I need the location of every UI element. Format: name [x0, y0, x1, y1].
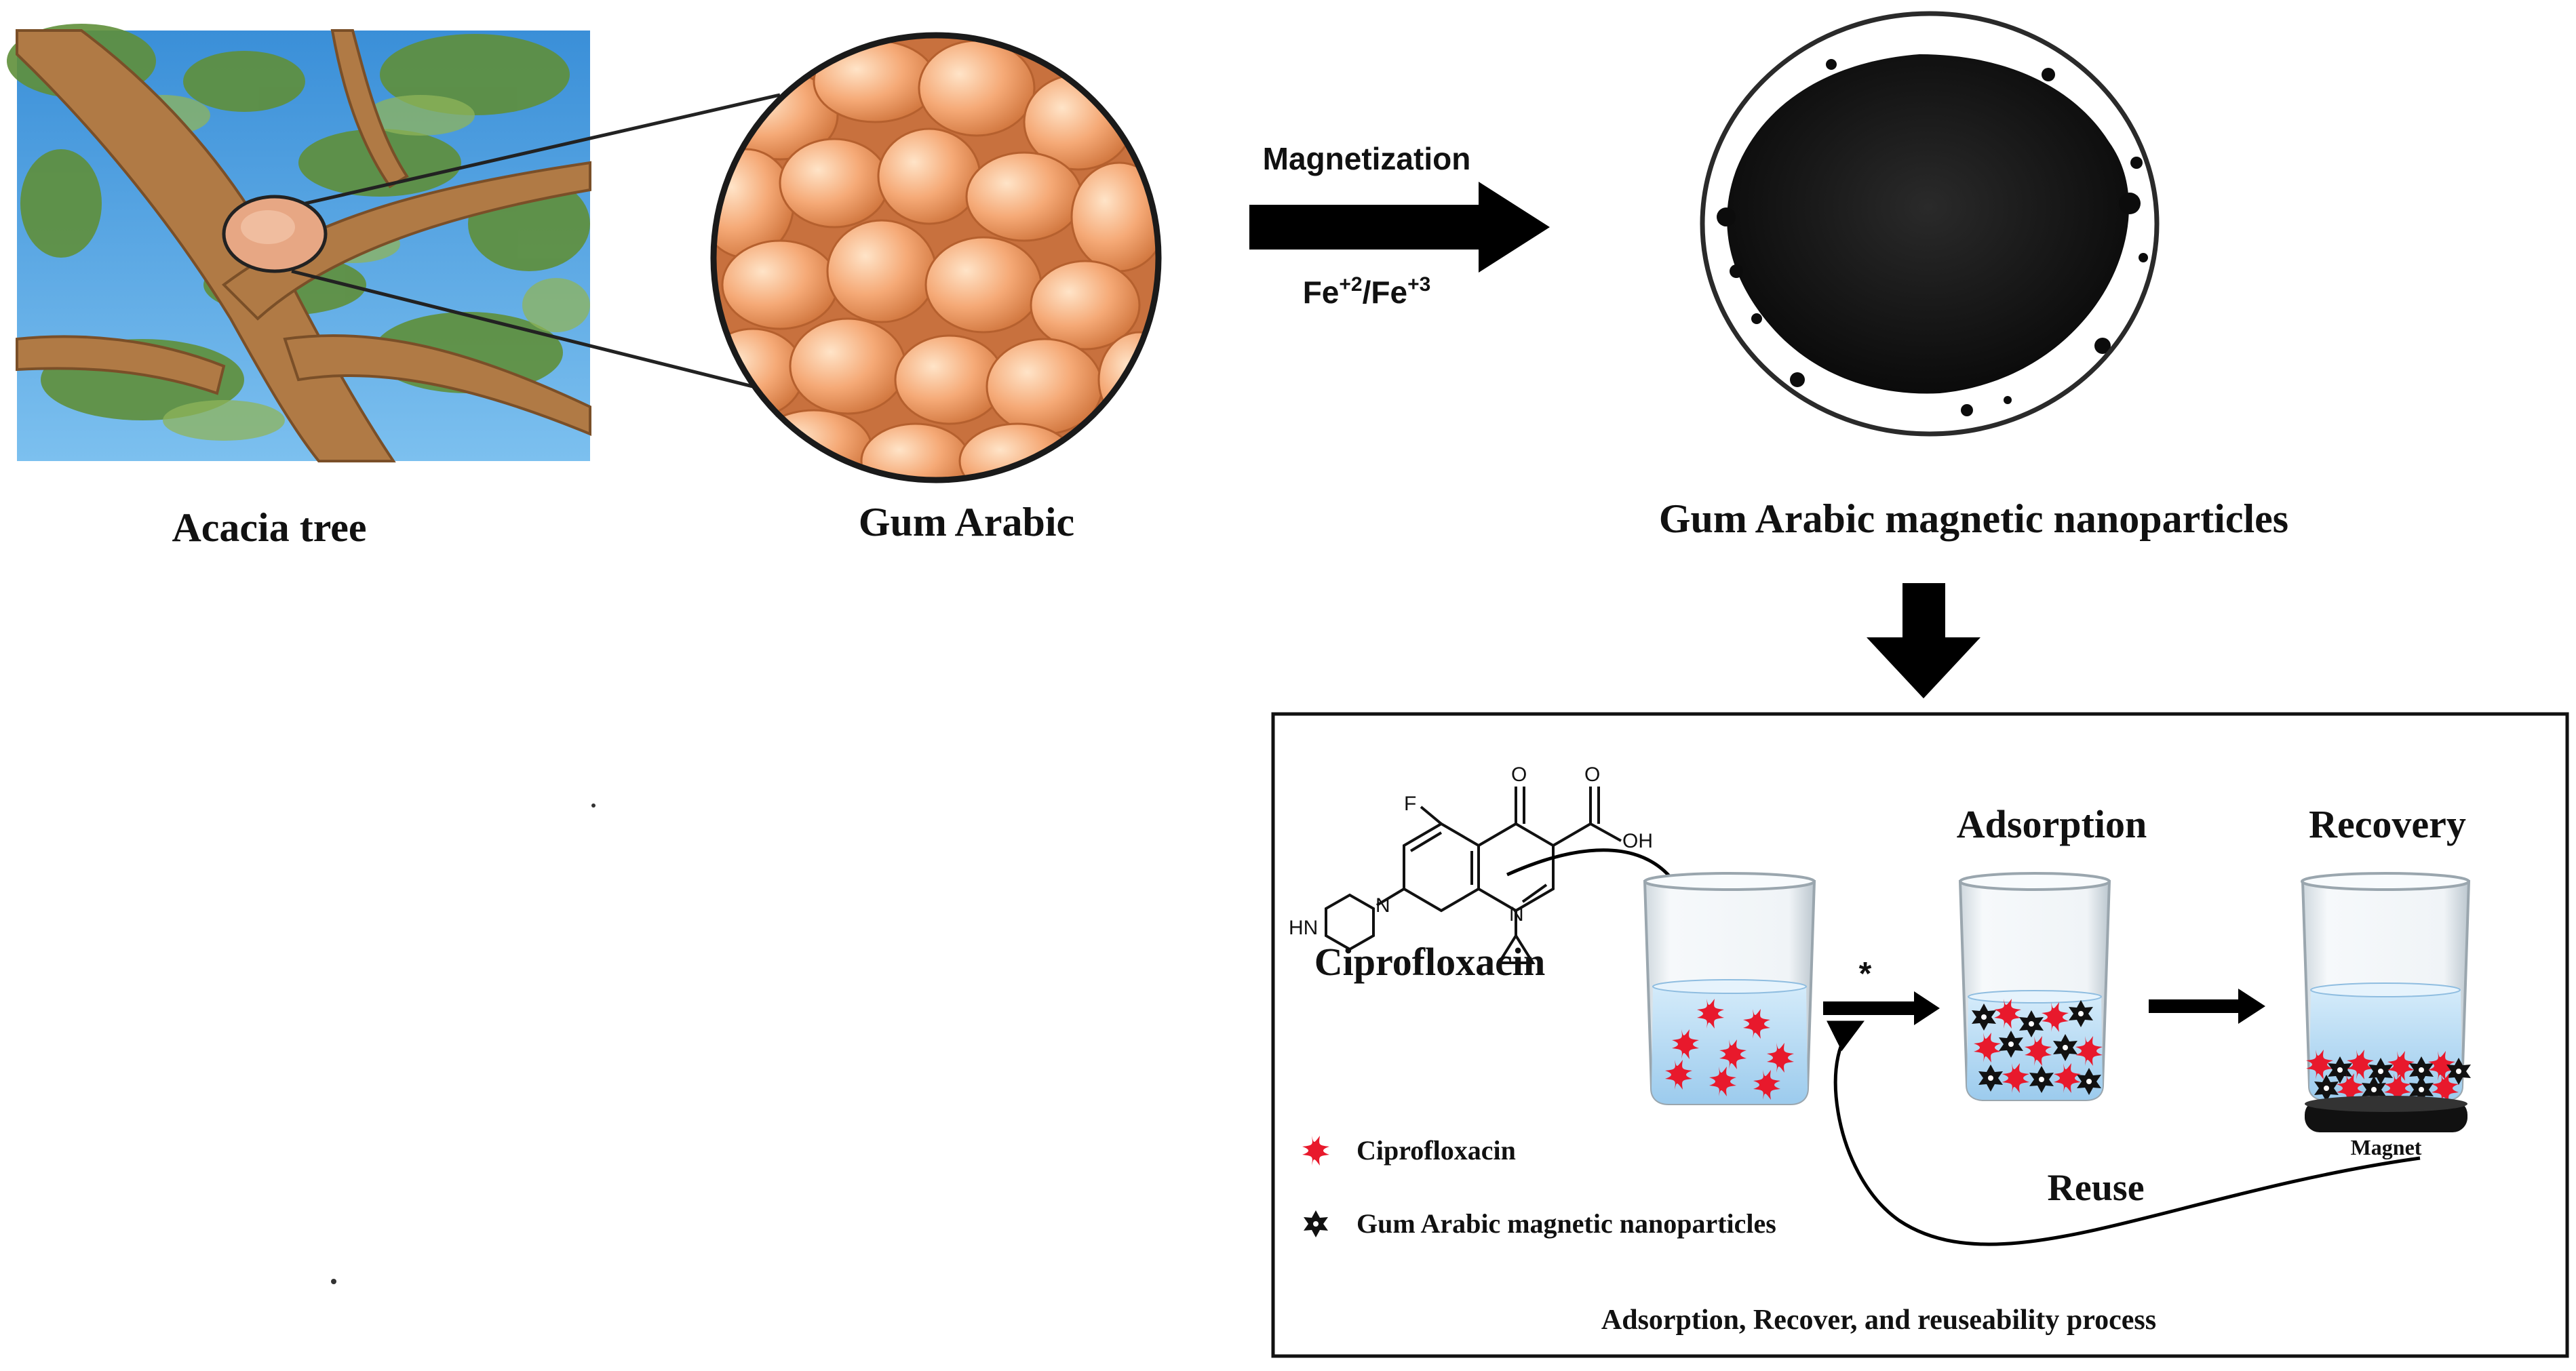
reuse-label: Reuse — [2047, 1167, 2144, 1209]
magnetization-arrow — [1249, 182, 1550, 273]
step-arrow-2 — [2149, 989, 2265, 1024]
beaker-recovery — [2301, 872, 2471, 1103]
iron-salts-label: Fe+2/Fe+3 — [1303, 273, 1431, 310]
atom-oh: OH — [1622, 830, 1653, 852]
stray-dot — [591, 803, 596, 808]
legend-ciprofloxacin: Ciprofloxacin — [1357, 1135, 1516, 1166]
gum-arabic-label: Gum Arabic — [859, 500, 1074, 544]
atom-n2: N — [1375, 894, 1390, 917]
adsorption-title: Adsorption — [1957, 802, 2147, 846]
atom-o-acid: O — [1584, 763, 1600, 786]
acacia-tree-photo — [7, 24, 591, 462]
magnet-label: Magnet — [2351, 1135, 2422, 1159]
zoom-line-bottom — [291, 269, 781, 395]
ciprofloxacin-structure — [1325, 787, 1622, 964]
magnetization-label: Magnetization — [1263, 141, 1471, 176]
reuse-arrow — [1827, 1020, 2421, 1246]
atom-n1: N — [1509, 903, 1524, 926]
legend: Ciprofloxacin Gum Arabic magnetic nanopa… — [1302, 1135, 1776, 1239]
gum-arabic-mnp-label: Gum Arabic magnetic nanoparticles — [1659, 496, 2288, 541]
ciprofloxacin-atom-labels: F O O OH N N HN — [1289, 763, 1653, 939]
atom-f: F — [1404, 793, 1416, 815]
recovery-title: Recovery — [2309, 802, 2466, 846]
down-arrow — [1867, 583, 1980, 698]
legend-nanoparticles: Gum Arabic magnetic nanoparticles — [1357, 1208, 1776, 1239]
atom-hn: HN — [1289, 917, 1318, 939]
acacia-tree-label: Acacia tree — [172, 505, 366, 550]
beaker-adsorption — [1958, 872, 2111, 1101]
atom-o: O — [1511, 763, 1527, 786]
process-caption: Adsorption, Recover, and reuseability pr… — [1601, 1305, 2156, 1336]
zoom-line-top — [305, 93, 781, 205]
magnetic-nanoparticle-powder-photo — [1700, 11, 2160, 437]
magnet — [2305, 1096, 2467, 1132]
star-mark: * — [1859, 956, 1872, 992]
ciprofloxacin-name: Ciprofloxacin — [1314, 940, 1546, 984]
beaker-initial — [1643, 872, 1816, 1105]
stray-dot — [331, 1279, 336, 1284]
step-arrow-1 — [1823, 991, 1940, 1025]
